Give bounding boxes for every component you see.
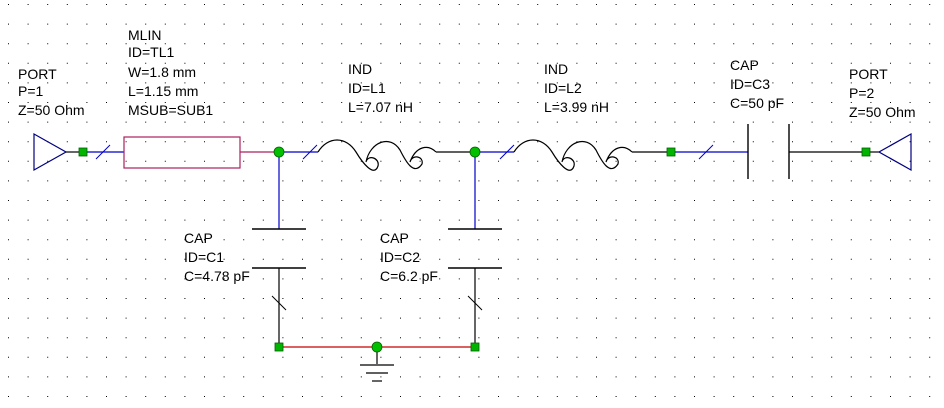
- pins: [78, 147, 871, 352]
- port1[interactable]: PORT P=1 Z=50 Ohm: [18, 66, 85, 172]
- tl1-mlin[interactable]: MLIN ID=TL1 W=1.8 mm L=1.15 mm MSUB=SUB1: [123, 27, 279, 169]
- c2-value: C=6.2 pF: [380, 268, 438, 284]
- port2-p: P=2: [849, 85, 875, 101]
- inductor-coil-icon: [317, 139, 437, 171]
- wire-tick: [271, 295, 287, 311]
- tl1-name: MLIN: [128, 27, 161, 43]
- ground-icon: [360, 364, 394, 382]
- l2-id: ID=L2: [544, 80, 582, 96]
- c3-value: C=50 pF: [730, 95, 784, 111]
- port2-z: Z=50 Ohm: [849, 104, 916, 120]
- port2[interactable]: PORT P=2 Z=50 Ohm: [849, 66, 916, 172]
- port1-p: P=1: [18, 83, 44, 99]
- tl1-id: ID=TL1: [128, 44, 175, 60]
- wire-port1-tl1[interactable]: [82, 144, 124, 160]
- c2-id: ID=C2: [380, 249, 420, 265]
- port2-arrow-icon: [877, 132, 912, 172]
- c2-name: CAP: [380, 230, 409, 246]
- l2-name: IND: [544, 61, 568, 77]
- wire-tick: [698, 144, 714, 160]
- c3-name: CAP: [730, 57, 759, 73]
- inductor-coil-icon: [513, 139, 633, 171]
- c1-name: CAP: [184, 230, 213, 246]
- c1-id: ID=C1: [184, 249, 224, 265]
- l2-inductor[interactable]: IND ID=L2 L=3.99 nH: [475, 61, 671, 171]
- c3-capacitor[interactable]: CAP ID=C3 C=50 pF: [671, 57, 866, 179]
- c2-capacitor[interactable]: CAP ID=C2 C=6.2 pF: [380, 152, 502, 347]
- pin-l2-out[interactable]: [666, 147, 676, 157]
- l1-inductor[interactable]: IND ID=L1 L=7.07 nH: [279, 61, 475, 171]
- tl1-w: W=1.8 mm: [128, 64, 196, 80]
- nodes: [273, 146, 481, 353]
- node-tl1-l1-c1[interactable]: [273, 146, 285, 158]
- tl1-l: L=1.15 mm: [128, 83, 198, 99]
- wire-tick: [467, 295, 483, 311]
- l1-id: ID=L1: [348, 80, 386, 96]
- wire-tick: [302, 144, 318, 160]
- tl1-msub: MSUB=SUB1: [128, 102, 213, 118]
- pin-port2[interactable]: [861, 147, 871, 157]
- port2-name: PORT: [849, 66, 888, 82]
- wire-tick: [95, 144, 111, 160]
- pin-port1[interactable]: [78, 147, 88, 157]
- c3-id: ID=C3: [730, 76, 770, 92]
- pin-c1-bottom[interactable]: [274, 342, 284, 352]
- l1-value: L=7.07 nH: [348, 99, 413, 115]
- c1-capacitor[interactable]: CAP ID=C1 C=4.78 pF: [184, 152, 306, 347]
- l1-name: IND: [348, 61, 372, 77]
- l2-value: L=3.99 nH: [544, 99, 609, 115]
- port1-name: PORT: [18, 66, 57, 82]
- port1-arrow-icon: [33, 132, 68, 172]
- port1-z: Z=50 Ohm: [18, 102, 85, 118]
- c1-value: C=4.78 pF: [184, 268, 250, 284]
- wire-tick: [499, 144, 515, 160]
- node-ground[interactable]: [371, 341, 383, 353]
- node-l1-l2-c2[interactable]: [469, 146, 481, 158]
- pin-c2-bottom[interactable]: [470, 342, 480, 352]
